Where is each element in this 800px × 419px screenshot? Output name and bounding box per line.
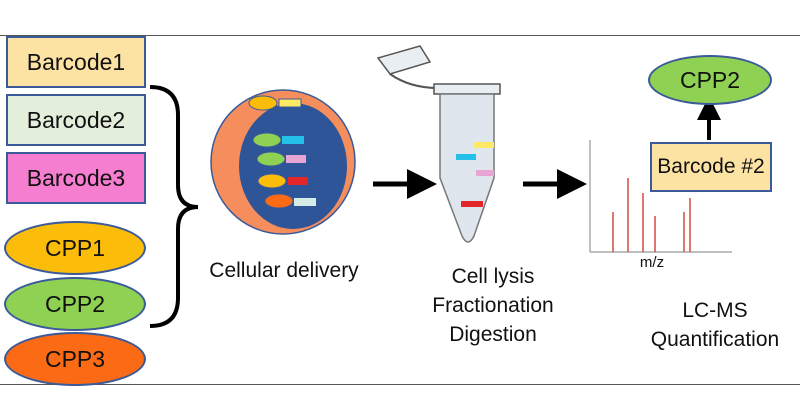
barcode2-label: Barcode2 bbox=[26, 106, 126, 133]
mz-axis-label: m/z bbox=[639, 254, 665, 271]
lysis-line-3: Digestion bbox=[449, 323, 537, 346]
barcode-2-result-label: Barcode #2 bbox=[657, 155, 765, 178]
lysis-line-1: Cell lysis bbox=[451, 265, 535, 288]
cpp2-result-label: CPP2 bbox=[679, 66, 741, 93]
barcode1-label: Barcode1 bbox=[26, 48, 126, 75]
barcode1-box: Barcode1 bbox=[6, 36, 146, 88]
spectrum-plot bbox=[589, 140, 732, 253]
tube-icon bbox=[376, 45, 501, 243]
cpp3-label: CPP3 bbox=[44, 345, 106, 372]
lysis-labels: Cell lysis Fractionation Digestion bbox=[408, 262, 578, 349]
lcms-line-2: Quantification bbox=[650, 328, 780, 351]
bottom-rule bbox=[0, 384, 800, 385]
cpp2-oval: CPP2 bbox=[4, 277, 146, 331]
nucleus-shape bbox=[239, 103, 347, 229]
cpp1-oval: CPP1 bbox=[4, 221, 146, 275]
grouping-brace bbox=[149, 85, 199, 328]
cpp3-oval: CPP3 bbox=[4, 332, 146, 386]
cell-icon bbox=[210, 89, 356, 235]
cpp1-label: CPP1 bbox=[44, 234, 106, 261]
top-rule bbox=[0, 35, 800, 36]
lcms-line-1: LC-MS bbox=[682, 299, 748, 322]
cpp2-label: CPP2 bbox=[44, 290, 106, 317]
barcode2-box: Barcode2 bbox=[6, 94, 146, 146]
barcode3-label: Barcode3 bbox=[26, 164, 126, 191]
cpp2-result-oval: CPP2 bbox=[648, 55, 772, 105]
lcms-labels: LC-MS Quantification bbox=[630, 296, 800, 354]
barcode3-box: Barcode3 bbox=[6, 152, 146, 204]
barcode-2-result-box: Barcode #2 bbox=[650, 142, 772, 192]
delivery-label: Cellular delivery bbox=[209, 259, 359, 282]
lysis-line-2: Fractionation bbox=[432, 294, 554, 317]
